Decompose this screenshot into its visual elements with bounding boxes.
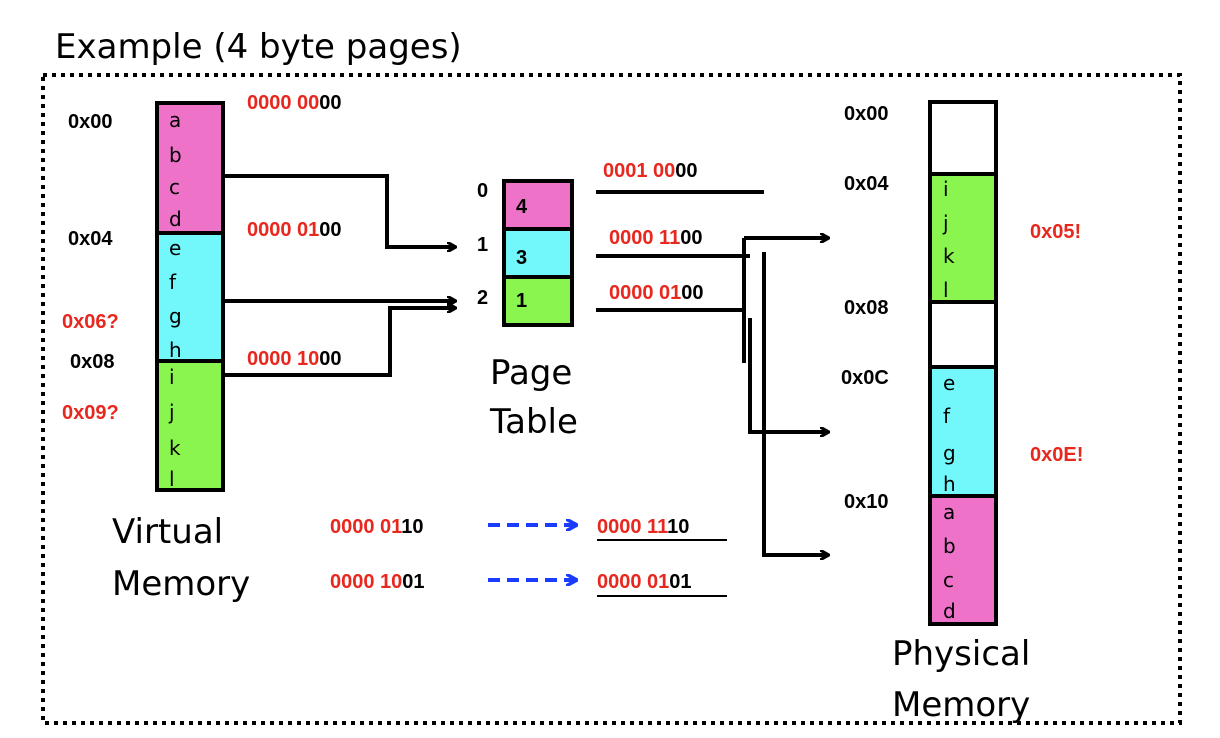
physical-memory-label: Memory	[892, 685, 1030, 725]
translation-to: 0000 0101	[597, 571, 692, 593]
page-table-value: 1	[516, 290, 527, 312]
page-table-entry-0	[502, 179, 574, 231]
virtual-page-address: 0000 1000	[247, 348, 342, 370]
physical-cell: e	[943, 371, 955, 395]
physical-frame-2	[928, 300, 998, 369]
physical-page-address: 0001 0000	[603, 160, 698, 182]
translation-from: 0000 1001	[330, 571, 425, 593]
virtual-cell: i	[169, 365, 175, 389]
physical-memory-label: Physical	[892, 634, 1030, 674]
virtual-addr-label: 0x04	[68, 228, 113, 250]
physical-cell: c	[943, 568, 954, 592]
page-table-entry-2	[502, 275, 574, 327]
virtual-page-address: 0000 0100	[247, 219, 342, 241]
translation-from: 0000 0110	[330, 516, 423, 538]
physical-frame-1	[928, 172, 998, 304]
diagram-title: Example (4 byte pages)	[55, 27, 462, 67]
translation-to: 0000 1110	[597, 516, 689, 538]
virtual-cell: g	[169, 304, 182, 328]
physical-frame-4	[928, 494, 998, 626]
page-table-value: 4	[516, 196, 528, 218]
physical-frame-3	[928, 365, 998, 498]
virtual-page-0	[155, 101, 225, 235]
physical-cell: b	[943, 534, 956, 558]
virtual-cell: j	[168, 400, 175, 424]
page-table-index: 0	[477, 180, 488, 202]
page-table-label: Table	[489, 402, 578, 442]
virtual-memory-label: Virtual	[112, 512, 223, 552]
virtual-to-pt-arrow	[223, 174, 455, 247]
virtual-cell: e	[169, 236, 181, 260]
physical-cell: a	[943, 500, 955, 524]
page-table-label: Page	[490, 353, 572, 393]
physical-addr-label: 0x08	[844, 297, 889, 319]
page-table-value: 3	[516, 247, 527, 269]
virtual-page-1	[155, 231, 225, 363]
physical-cell: g	[943, 441, 956, 465]
physical-result-label: 0x05!	[1030, 221, 1081, 243]
virtual-cell: l	[169, 467, 175, 491]
physical-addr-label: 0x10	[844, 491, 889, 513]
physical-cell: f	[943, 404, 951, 428]
physical-addr-label: 0x0C	[841, 367, 889, 389]
physical-page-address: 0000 0100	[609, 282, 704, 304]
physical-cell: l	[943, 278, 949, 302]
virtual-cell: k	[169, 436, 181, 460]
page-table-index: 2	[477, 287, 488, 309]
virtual-memory: a b c d e f g h i j k l 0x00 0x04 0x06? …	[62, 101, 250, 604]
virtual-cell: c	[169, 175, 180, 199]
page-table-entry-1	[502, 227, 574, 279]
virtual-page-address: 0000 0000	[247, 92, 342, 114]
page-table-index: 1	[477, 234, 488, 256]
virtual-cell: h	[169, 338, 182, 362]
physical-result-label: 0x0E!	[1030, 444, 1083, 466]
page-table: 4 3 1 0 1 2 Page Table	[477, 179, 578, 442]
physical-addr-label: 0x00	[844, 103, 889, 125]
physical-page-address: 0000 1100	[609, 227, 702, 249]
physical-cell: h	[943, 472, 956, 496]
pt-to-phys-arrow	[762, 252, 828, 555]
virtual-cell: d	[169, 207, 182, 231]
physical-cell: j	[942, 211, 949, 235]
virtual-cell: a	[169, 108, 181, 132]
virtual-addr-label: 0x06?	[62, 311, 119, 333]
virtual-addr-label: 0x09?	[62, 402, 119, 424]
virtual-to-pt-arrow	[223, 308, 455, 377]
virtual-memory-label: Memory	[112, 564, 250, 604]
virtual-page-2	[155, 359, 225, 492]
physical-addr-label: 0x04	[844, 173, 889, 195]
pt-to-phys-arrow	[748, 318, 828, 432]
dotted-frame	[41, 73, 1182, 725]
physical-memory: i j k l e f g h a b c d 0x00 0x04 0x08 0…	[841, 100, 1083, 725]
virtual-cell: b	[169, 143, 182, 167]
virtual-addr-label: 0x00	[68, 111, 113, 133]
physical-cell: d	[943, 599, 956, 623]
physical-cell: k	[943, 244, 955, 268]
physical-cell: i	[943, 177, 949, 201]
virtual-cell: f	[169, 270, 177, 294]
physical-frame-0	[928, 100, 998, 176]
virtual-addr-label: 0x08	[70, 351, 115, 373]
